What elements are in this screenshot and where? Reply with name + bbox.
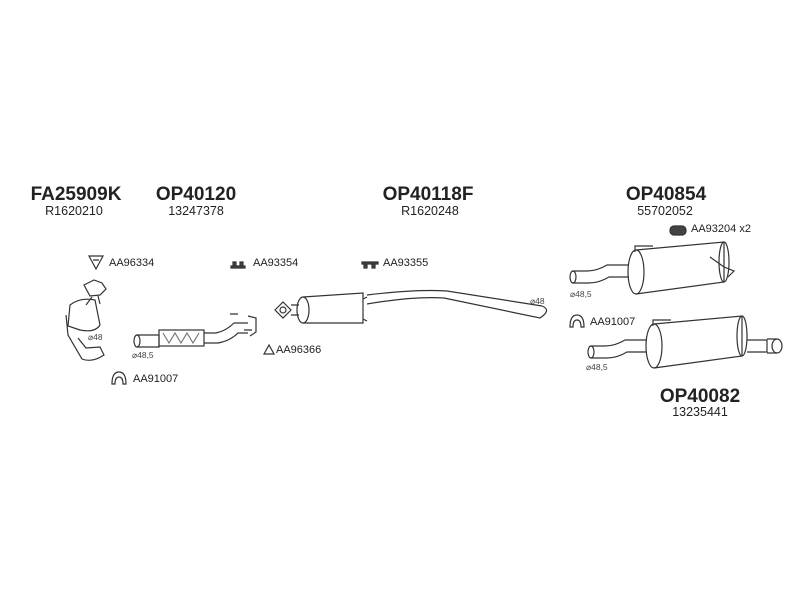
clamp-icon [111, 371, 127, 385]
rubber-mount-icon [669, 225, 687, 236]
oe-reference: 55702052 [637, 204, 693, 218]
part-number[interactable]: OP40082 [659, 386, 741, 407]
accessory-label[interactable]: AA96366 [276, 344, 322, 356]
part-number[interactable]: OP40118F [382, 184, 474, 205]
accessory-label[interactable]: AA93204 x2 [691, 223, 751, 235]
clamp-icon [569, 314, 585, 328]
middle-pipe-drawing [274, 289, 548, 324]
diameter-label: ⌀48,5 [570, 289, 592, 299]
oe-reference: 13247378 [168, 204, 224, 218]
diameter-label: ⌀48 [88, 332, 103, 342]
part-number[interactable]: OP40120 [155, 184, 237, 205]
accessory-label[interactable]: AA93354 [253, 257, 299, 269]
rear-silencer-2-drawing [587, 315, 783, 369]
accessory-label[interactable]: AA91007 [590, 316, 636, 328]
gasket-icon [262, 343, 276, 355]
oe-reference: R1620248 [401, 204, 459, 218]
diameter-label: ⌀48 [530, 296, 545, 306]
diameter-label: ⌀48,5 [132, 350, 154, 360]
oe-reference: R1620210 [45, 204, 103, 218]
hanger-icon [230, 261, 246, 269]
oe-reference: 13235441 [672, 405, 728, 419]
hanger-icon [361, 261, 379, 269]
part-number[interactable]: FA25909K [30, 184, 122, 205]
accessory-label[interactable]: AA93355 [383, 257, 429, 269]
rear-silencer-1-drawing [569, 241, 736, 295]
part-number[interactable]: OP40854 [625, 184, 707, 205]
diameter-label: ⌀48,5 [586, 362, 608, 372]
front-pipe-drawing [133, 313, 257, 348]
gasket-icon [87, 255, 105, 271]
accessory-label[interactable]: AA96334 [109, 257, 155, 269]
accessory-label[interactable]: AA91007 [133, 373, 179, 385]
catalytic-converter-drawing [65, 279, 107, 361]
